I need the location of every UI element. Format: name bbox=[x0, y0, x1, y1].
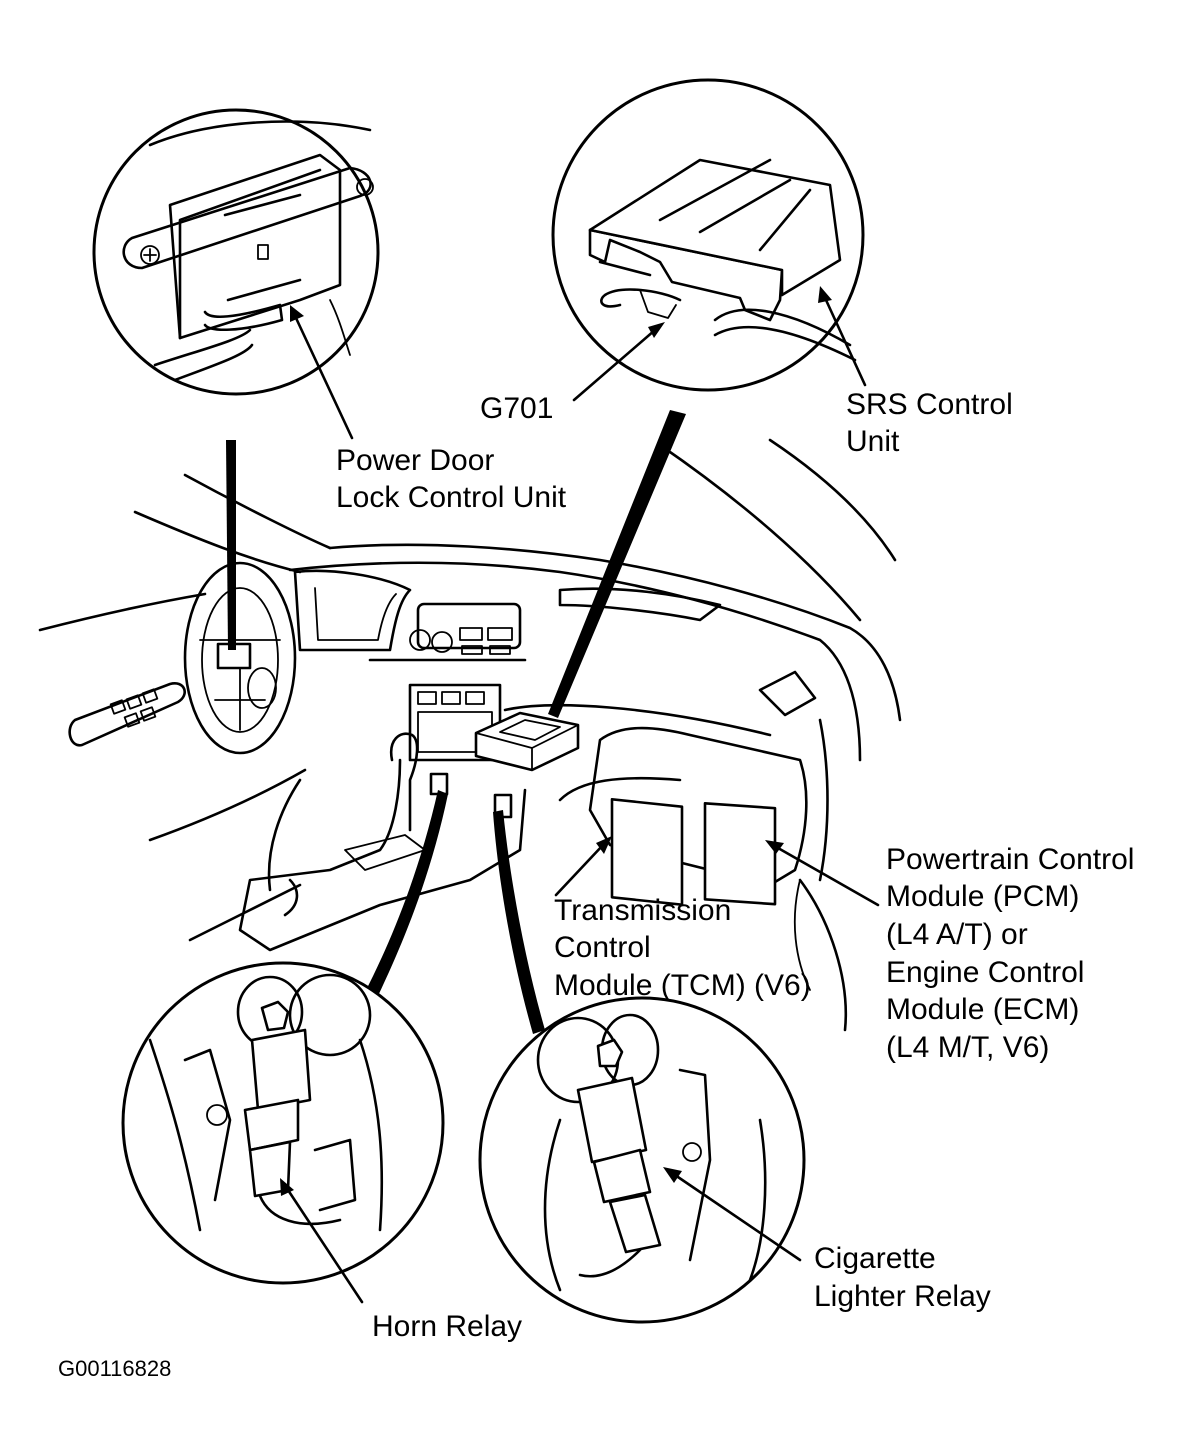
arrow-tcm bbox=[554, 843, 605, 897]
arrow-srs-control-unit bbox=[824, 298, 867, 387]
label-srs-control-unit-line-2: Unit bbox=[846, 425, 900, 458]
band-cig-relay bbox=[493, 810, 545, 1034]
label-pcm-ecm-line-1: Powertrain Control bbox=[886, 843, 1134, 876]
label-power-door-lock-line-2: Lock Control Unit bbox=[336, 481, 567, 514]
band-power-door-lock bbox=[226, 440, 236, 650]
detail-cigarette-lighter-relay bbox=[478, 996, 806, 1324]
arrow-cigarette-lighter-relay bbox=[673, 1173, 802, 1262]
arrow-pcm-ecm bbox=[776, 846, 880, 907]
detail-power-door-lock bbox=[92, 108, 380, 396]
dashboard-overview bbox=[38, 438, 902, 1032]
label-pcm-ecm-line-6: (L4 M/T, V6) bbox=[886, 1031, 1049, 1064]
arrow-power-door-lock bbox=[294, 316, 354, 440]
label-cigarette-lighter-relay-line-1: Cigarette bbox=[814, 1242, 936, 1275]
label-pcm-ecm-line-5: Module (ECM) bbox=[886, 993, 1079, 1026]
detail-srs-control-unit bbox=[551, 78, 865, 392]
label-cigarette-lighter-relay-line-2: Lighter Relay bbox=[814, 1280, 991, 1313]
label-tcm-line-2: Control bbox=[554, 931, 651, 964]
detail-horn-relay bbox=[121, 961, 445, 1285]
label-pcm-ecm-line-3: (L4 A/T) or bbox=[886, 918, 1028, 951]
label-g701: G701 bbox=[480, 392, 553, 425]
label-pcm-ecm-line-2: Module (PCM) bbox=[886, 880, 1079, 913]
label-tcm-line-1: Transmission bbox=[554, 894, 731, 927]
label-srs-control-unit-line-1: SRS Control bbox=[846, 388, 1013, 421]
leader-bands bbox=[226, 410, 686, 1034]
callout-arrows bbox=[280, 286, 880, 1304]
label-pcm-ecm-line-4: Engine Control bbox=[886, 956, 1084, 989]
callout-labels: Power Door Lock Control Unit G701 SRS Co… bbox=[58, 388, 1134, 1381]
band-srs bbox=[548, 410, 686, 718]
arrow-horn-relay bbox=[286, 1188, 364, 1304]
figure-code: G00116828 bbox=[58, 1356, 171, 1381]
label-horn-relay: Horn Relay bbox=[372, 1310, 522, 1343]
label-tcm-line-3: Module (TCM) (V6) bbox=[554, 969, 811, 1002]
band-horn-relay bbox=[364, 790, 448, 1000]
arrow-g701 bbox=[572, 328, 657, 402]
label-power-door-lock-line-1: Power Door bbox=[336, 444, 494, 477]
